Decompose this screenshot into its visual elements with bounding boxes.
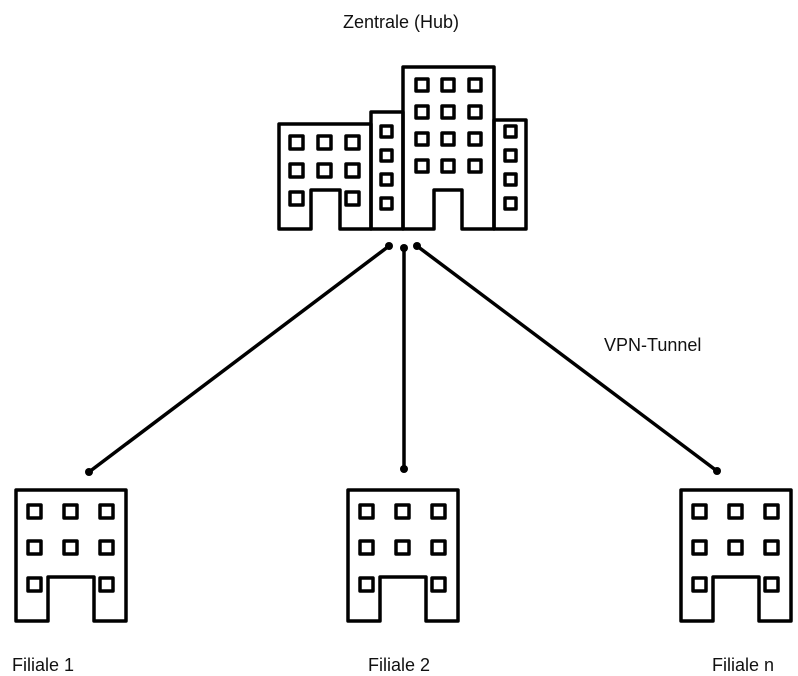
endpoint-dot [400, 465, 408, 473]
endpoint-dot [400, 244, 408, 252]
branch-label-2: Filiale 2 [368, 655, 431, 675]
connection-endpoints [85, 242, 721, 476]
endpoint-dot [413, 242, 421, 250]
building-icon-branch-n [679, 488, 793, 623]
endpoint-dot [385, 242, 393, 250]
hub-label: Zentrale (Hub) [343, 12, 460, 32]
vpn-tunnel-label: VPN-Tunnel [604, 335, 702, 355]
endpoint-dot [85, 468, 93, 476]
endpoint-dot [713, 467, 721, 475]
branch-label-n: Filiale n [712, 655, 775, 675]
office-buildings-icon [277, 65, 528, 231]
building-icon-branch-2 [346, 488, 460, 623]
vpn-connections [87, 244, 719, 474]
building-icon-branch-1 [14, 488, 128, 623]
branch-label-1: Filiale 1 [12, 655, 75, 675]
connection-line-branch-n [415, 244, 719, 473]
connection-line-branch-1 [87, 244, 391, 474]
